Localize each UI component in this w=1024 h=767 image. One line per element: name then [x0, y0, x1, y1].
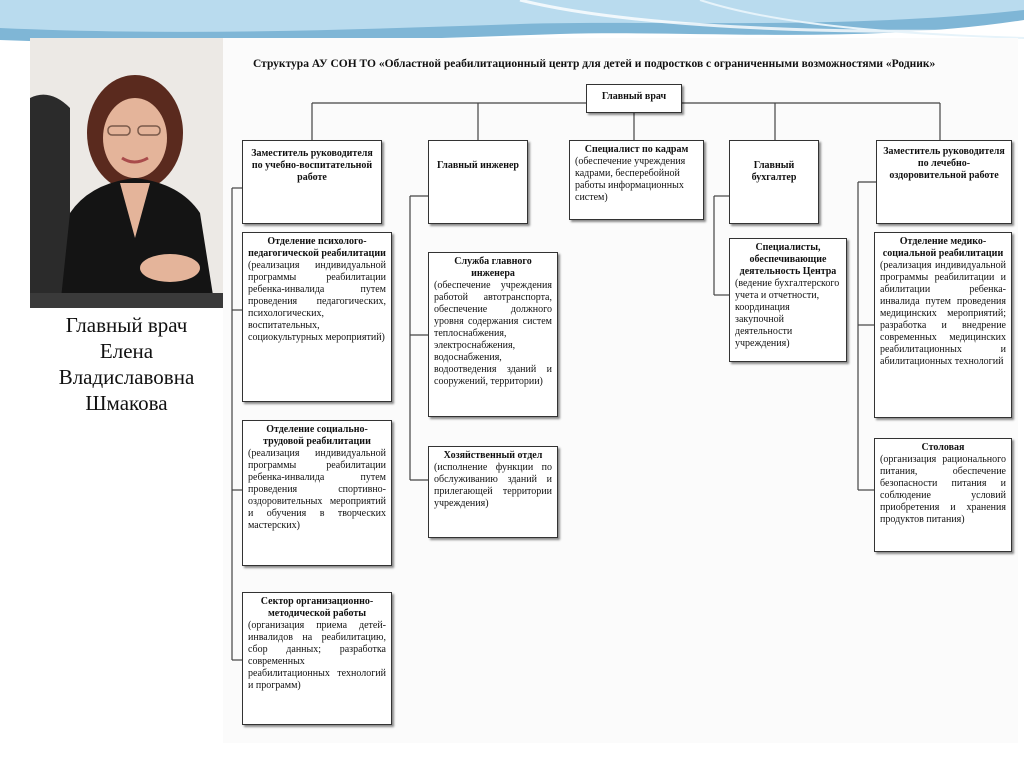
chief-doctor-title: Главный врач	[601, 91, 667, 102]
dept-box-accounting-specialists: Специалисты, обеспечивающие деятельность…	[729, 238, 847, 362]
dept-title: Специалисты, обеспечивающие деятельность…	[739, 242, 837, 277]
head-box-deputy-education: Заместитель руководителя по учебно-воспи…	[242, 140, 382, 224]
head-description: (обеспечение учреждения кадрами, беспере…	[575, 156, 686, 203]
org-chart-title: Структура АУ СОН ТО «Областной реабилита…	[253, 58, 936, 70]
chief-doctor-box: Главный врач	[586, 84, 682, 113]
dept-title: Отделение социально-трудовой реабилитаци…	[263, 424, 371, 447]
head-box-chief-engineer: Главный инженер	[428, 140, 528, 224]
head-title: Заместитель руководителя по лечебно-оздо…	[883, 146, 1005, 181]
director-photo	[30, 38, 223, 308]
dept-description: (исполнение функции по обслуживанию здан…	[434, 462, 552, 509]
head-title: Главный инженер	[437, 160, 519, 171]
dept-description: (ведение бухгалтерского учета и отчетнос…	[735, 278, 840, 349]
dept-description: (реализация индивидуальной программы реа…	[248, 448, 386, 531]
dept-title: Хозяйственный отдел	[443, 450, 543, 461]
dept-box-methodical-sector: Сектор организационно-методической работ…	[242, 592, 392, 725]
decorative-header-band	[0, 0, 1024, 44]
dept-title: Служба главного инженера	[454, 256, 532, 279]
dept-box-engineering-service: Служба главного инженера (обеспечение уч…	[428, 252, 558, 417]
head-title: Главный бухгалтер	[751, 160, 797, 183]
dept-description: (обеспечение учреждения работой автотран…	[434, 280, 552, 387]
dept-box-social-labour: Отделение социально-трудовой реабилитаци…	[242, 420, 392, 566]
dept-description: (организация приема детей-инвалидов на р…	[248, 620, 386, 691]
dept-box-canteen: Столовая (организация рационального пита…	[874, 438, 1012, 552]
dept-description: (организация рационального питания, обес…	[880, 454, 1006, 525]
dept-description: (реализация индивидуальной программы реа…	[248, 260, 386, 343]
dept-title: Сектор организационно-методической работ…	[260, 596, 374, 619]
director-caption: Главный врач Елена Владиславовна Шмакова	[30, 312, 223, 416]
dept-box-medical-social: Отделение медико-социальной реабилитации…	[874, 232, 1012, 418]
dept-title: Отделение психолого-педагогической реаби…	[248, 236, 386, 259]
head-title: Специалист по кадрам	[584, 144, 689, 155]
dept-title: Столовая	[921, 442, 965, 453]
head-title: Заместитель руководителя по учебно-воспи…	[251, 148, 373, 183]
head-box-deputy-medical: Заместитель руководителя по лечебно-оздо…	[876, 140, 1012, 224]
dept-title: Отделение медико-социальной реабилитации	[882, 236, 1004, 259]
dept-box-psycho-pedagogical: Отделение психолого-педагогической реаби…	[242, 232, 392, 402]
dept-description: (реализация индивидуальной программы реа…	[880, 260, 1006, 367]
head-box-chief-accountant: Главный бухгалтер	[729, 140, 819, 224]
caption-first-name: Елена	[99, 339, 154, 363]
dept-box-economic-department: Хозяйственный отдел (исполнение функции …	[428, 446, 558, 538]
caption-position: Главный врач	[65, 313, 188, 337]
head-box-hr-specialist: Специалист по кадрам (обеспечение учрежд…	[569, 140, 704, 220]
caption-patronymic: Владиславовна	[58, 365, 195, 389]
caption-surname: Шмакова	[85, 391, 168, 415]
